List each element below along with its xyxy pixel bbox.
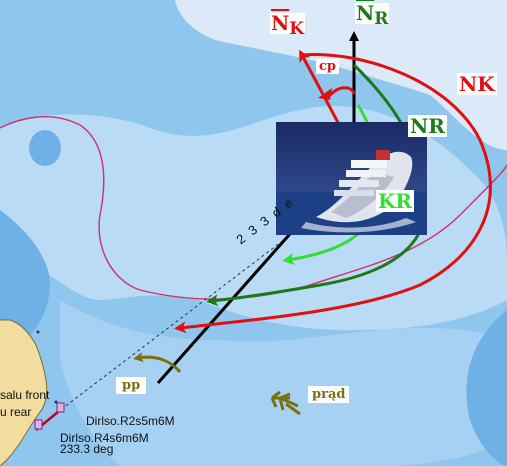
cp-label: cp: [316, 59, 340, 74]
nr-label: NR: [408, 114, 447, 138]
deep-channel-right: [466, 310, 507, 466]
front-light-mark: [56, 402, 65, 413]
nk-arc: [174, 52, 492, 334]
compass-north-label: NK: [270, 11, 306, 38]
depth-contour: [0, 115, 507, 300]
pp-label: pp: [116, 377, 147, 394]
rear-light-mark: [34, 419, 43, 430]
land-shore: [0, 319, 48, 466]
nr-arc: [206, 63, 427, 307]
magnetic-north-label: NR: [355, 1, 390, 28]
deep-spot: [29, 130, 61, 166]
front-light-text: salu front: [0, 388, 50, 402]
rear-light-text: u rear: [0, 405, 32, 419]
shallow-water-zone: [175, 0, 507, 150]
n-k-main: N: [271, 11, 290, 35]
ship-photo: [276, 122, 427, 235]
bearing-text: 233.3 deg: [60, 442, 114, 456]
n-r-sub: R: [374, 9, 389, 29]
cp-arc-head: [318, 88, 332, 100]
light-2-text: Dirlso.R4s6m6M: [60, 431, 149, 445]
rock-mark: [36, 330, 40, 334]
n-k-sub: K: [289, 19, 305, 39]
deep-channel: [0, 210, 50, 355]
pp-drift-arrow: [133, 352, 182, 374]
cp-arc: [328, 86, 356, 97]
mid-water-lower: [60, 300, 507, 466]
n-r-main: N: [356, 1, 375, 25]
land-mass: [0, 320, 47, 466]
light-1-text: Dirlso.R2s5m6M: [86, 414, 175, 428]
current-chevrons: [270, 390, 301, 416]
nk-label: NK: [457, 72, 497, 96]
current-label: prąd: [308, 386, 350, 403]
kr-label: KR: [376, 189, 415, 213]
